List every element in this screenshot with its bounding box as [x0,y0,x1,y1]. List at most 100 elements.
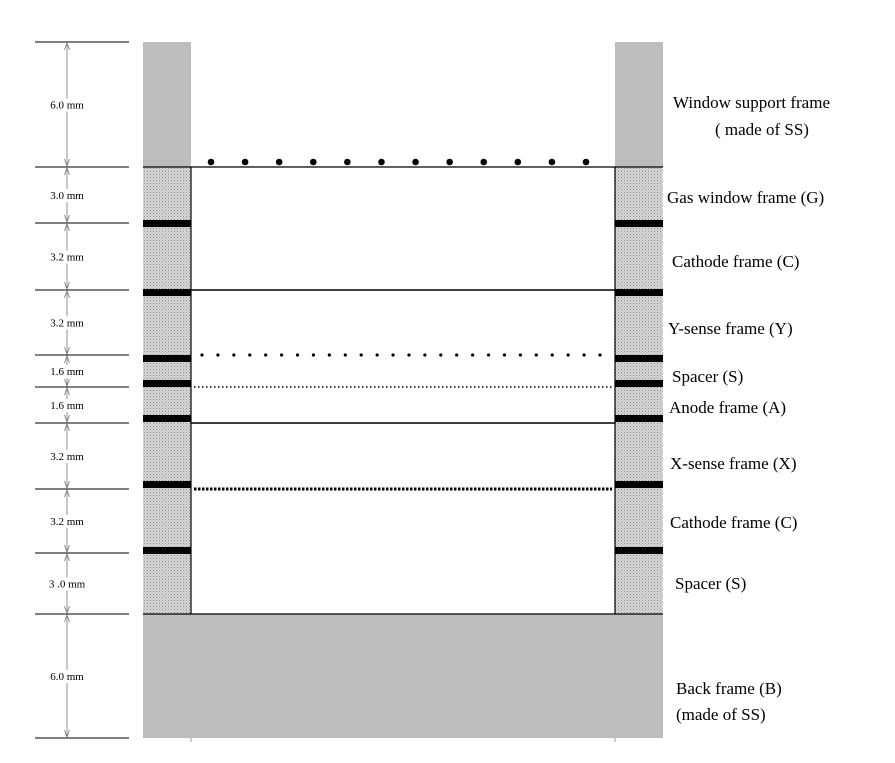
frame-labels: Window support frame ( made of SS) Gas w… [667,93,830,724]
dim-label-spacer-top: 1.6 mm [50,366,84,378]
glue-layer [615,380,663,387]
label-gas-window-frame: Gas window frame (G) [667,188,824,207]
glue-layer [143,380,191,387]
wire-dot [439,353,443,357]
dimension-arrowhead [64,354,70,364]
glue-layer [143,289,191,296]
dim-label-x-sense: 3.2 mm [50,451,84,463]
label-x-sense-frame: X-sense frame (X) [670,454,797,473]
stack-laminate [615,167,663,614]
glue-layer [143,415,191,422]
dimension-arrowhead [64,158,70,168]
wire-dot [391,353,395,357]
glue-layer [143,481,191,488]
wire-dot [548,158,556,166]
wire-dot [216,353,220,357]
dimension-label-backdrop [45,399,89,412]
y-sense-wire-plane [200,353,602,357]
dimension-arrowhead [64,422,70,432]
wire-dot [550,353,554,357]
wire-dot [295,353,300,357]
glue-layer [143,355,191,362]
dimension-arrowhead [64,41,70,51]
dimension-arrowhead [64,544,70,554]
label-back-frame: Back frame (B) [676,679,782,698]
label-anode-frame: Anode frame (A) [669,398,786,417]
wire-dot [423,353,427,357]
wire-dot [327,353,331,357]
dimension-label-backdrop [45,365,89,378]
glue-layer [143,547,191,554]
wire-dot [264,353,268,357]
window-support-left-post [143,42,191,167]
wire-dot [248,353,252,357]
wire-dot [343,353,347,357]
back-frame-block [143,614,663,738]
dim-label-y-sense: 3.2 mm [50,318,84,330]
label-spacer-bottom: Spacer (S) [675,574,746,593]
dimension-arrowhead [64,214,70,224]
wire-dot [582,353,586,357]
dimension-label-backdrop [45,98,89,112]
dimension-arrowhead [64,729,70,739]
wire-dot [455,353,459,357]
dimension-arrowhead [64,222,70,232]
wire-dot [275,158,283,166]
dimension-arrowhead [64,166,70,176]
dimension-arrowhead [64,346,70,356]
chamber-outline [143,166,663,742]
wire-dot [502,353,507,357]
wire-dot [309,158,317,166]
wire-dot [446,158,453,166]
dimension-arrowhead [64,613,70,623]
window-support-frame [143,42,663,167]
dim-label-window-support: 6.0 mm [50,100,84,112]
dim-label-cathode-top: 3.2 mm [50,252,84,264]
wire-dot [471,353,475,357]
label-spacer-top: Spacer (S) [672,367,743,386]
wire-dot [534,353,538,357]
dimension-arrowhead [64,552,70,562]
window-wire-plane [207,158,590,166]
wire-dot [407,353,411,357]
wire-dot [518,353,523,357]
wire-dot [514,158,522,166]
wire-dot [582,158,590,166]
dimension-label-backdrop [45,450,89,463]
wire-dot [486,353,491,357]
dimension-label-backdrop [45,189,89,202]
dimension-arrowhead [64,289,70,299]
dimension-arrowhead [64,386,70,396]
dimension-arrowhead [64,605,70,615]
wire-planes [191,158,615,491]
dimension-label-backdrop [45,250,89,264]
glue-layer [615,547,663,554]
glue-layer [143,220,191,227]
label-y-sense-frame: Y-sense frame (Y) [668,319,793,338]
dim-label-spacer-bottom: 3 .0 mm [49,579,86,591]
wire-dot [378,158,385,166]
dimension-label-backdrop [45,515,89,528]
wire-dot [232,353,236,357]
label-cathode-frame-top: Cathode frame (C) [672,252,799,271]
glue-layer [615,289,663,296]
dimension-arrowhead [64,281,70,291]
label-back-frame-material: (made of SS) [676,705,766,724]
right-frame-stack [615,167,663,614]
glue-layer [615,220,663,227]
wire-dot [344,158,351,166]
glue-layer [615,481,663,488]
wire-dot [241,158,249,166]
wire-dot [200,353,204,357]
wire-dot [480,158,488,166]
label-cathode-frame-bottom: Cathode frame (C) [670,513,797,532]
dimension-arrowhead [64,414,70,424]
wire-dot [598,353,602,357]
wire-dot [412,158,419,166]
dimension-label-backdrop [45,577,89,591]
wire-dot [566,353,570,357]
window-support-right-post [615,42,663,167]
dimension-label-backdrop [45,316,89,330]
dim-label-gas-window: 3.0 mm [50,190,84,202]
